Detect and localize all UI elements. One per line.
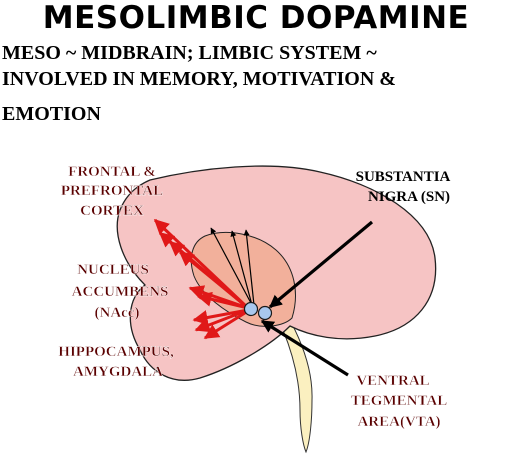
brain-stem <box>282 321 313 454</box>
mesolimbic-projections <box>153 218 250 340</box>
label-nacc-line-3: (NAcc) <box>95 305 140 321</box>
sn-nucleus <box>257 305 273 321</box>
label-nacc-line-1: NUCLEUS <box>77 262 149 278</box>
label-substantia-nigra: SUBSTANTIA NIGRA (SN) <box>356 169 451 205</box>
vta-pointer-arrow <box>260 319 349 377</box>
label-frontal-line-1: FRONTAL & <box>68 164 156 180</box>
label-nucleus-accumbens: NUCLEUS ACCUMBENS (NAcc) <box>71 262 169 321</box>
label-nacc-line-2: ACCUMBENS <box>72 284 169 300</box>
subtitle-line-2: INVOLVED IN MEMORY, MOTIVATION & <box>2 68 396 90</box>
label-vta-line-1: VENTRAL <box>356 373 429 389</box>
page-title: MESOLIMBIC DOPAMINE <box>42 0 470 36</box>
label-hippocampus-line-2: AMYGDALA <box>73 364 163 380</box>
label-frontal-line-2: PREFRONTAL <box>61 183 163 199</box>
label-sn-line-2: NIGRA (SN) <box>368 189 450 205</box>
label-vta-line-3: AREA(VTA) <box>357 414 440 430</box>
subtitle-line-3: EMOTION <box>2 103 101 125</box>
vta-nucleus <box>243 301 259 317</box>
label-vta: VENTRAL TEGMENTAL AREA(VTA) <box>351 373 448 430</box>
sn-projections <box>210 227 255 306</box>
label-hippocampus-line-1: HIPPOCAMPUS, <box>58 344 174 360</box>
subtitle-line-1: MESO ~ MIDBRAIN; LIMBIC SYSTEM ~ <box>2 42 377 64</box>
label-frontal-line-3: CORTEX <box>80 203 144 219</box>
label-frontal-cortex: FRONTAL & PREFRONTAL CORTEX <box>61 164 164 219</box>
label-hippocampus-amygdala: HIPPOCAMPUS, AMYGDALA <box>58 344 174 380</box>
sn-pointer-arrow <box>268 220 374 309</box>
label-vta-line-2: TEGMENTAL <box>351 393 447 409</box>
label-sn-line-1: SUBSTANTIA <box>356 169 451 185</box>
